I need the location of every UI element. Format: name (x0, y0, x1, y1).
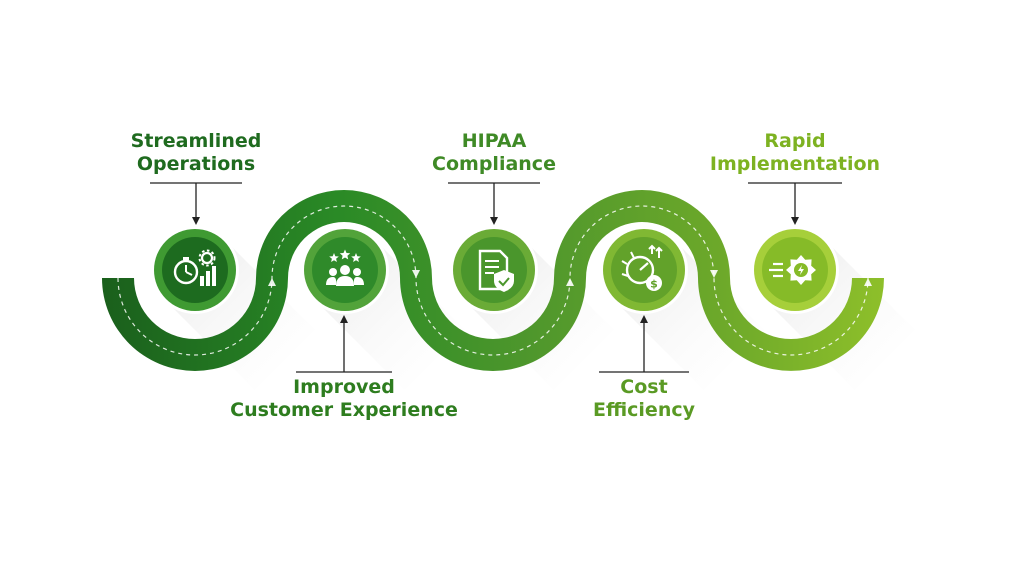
streamlined-operations-connector (150, 182, 242, 225)
wave-band (102, 190, 884, 371)
label-line: Customer Experience (230, 399, 458, 421)
stopwatch-chart-icon (173, 249, 216, 286)
label-line: Compliance (432, 153, 556, 175)
svg-text:$: $ (650, 278, 658, 291)
node-core (461, 237, 527, 303)
node-core (611, 237, 677, 303)
fast-gear-icon (769, 255, 816, 285)
node-core (162, 237, 228, 303)
path-arrows (268, 270, 872, 286)
cost-efficiency-node: $ (600, 226, 688, 314)
label-line: Streamlined (130, 130, 262, 152)
customer-rating-icon (326, 249, 364, 286)
label-line: Rapid (764, 130, 826, 152)
label-line: Improved (293, 376, 395, 398)
hipaa-compliance-connector (448, 182, 540, 225)
document-shield-icon (478, 249, 514, 292)
streamlined-operations-node (151, 226, 239, 314)
rapid-implementation-node (751, 226, 839, 314)
cost-gauge-icon: $ (621, 244, 663, 291)
label-line: Efficiency (592, 399, 695, 421)
label-line: HIPAA (461, 130, 527, 152)
dashed-path-line (117, 205, 869, 356)
improved-customer-experience-node (301, 226, 389, 314)
label-line: Cost (620, 376, 668, 398)
label-line: Operations (136, 153, 256, 175)
rapid-implementation-connector (748, 182, 842, 225)
cost-efficiency-connector (599, 315, 689, 373)
improved-customer-experience-connector (296, 315, 392, 373)
hipaa-compliance-node (450, 226, 538, 314)
label-line: Implementation (709, 153, 881, 175)
